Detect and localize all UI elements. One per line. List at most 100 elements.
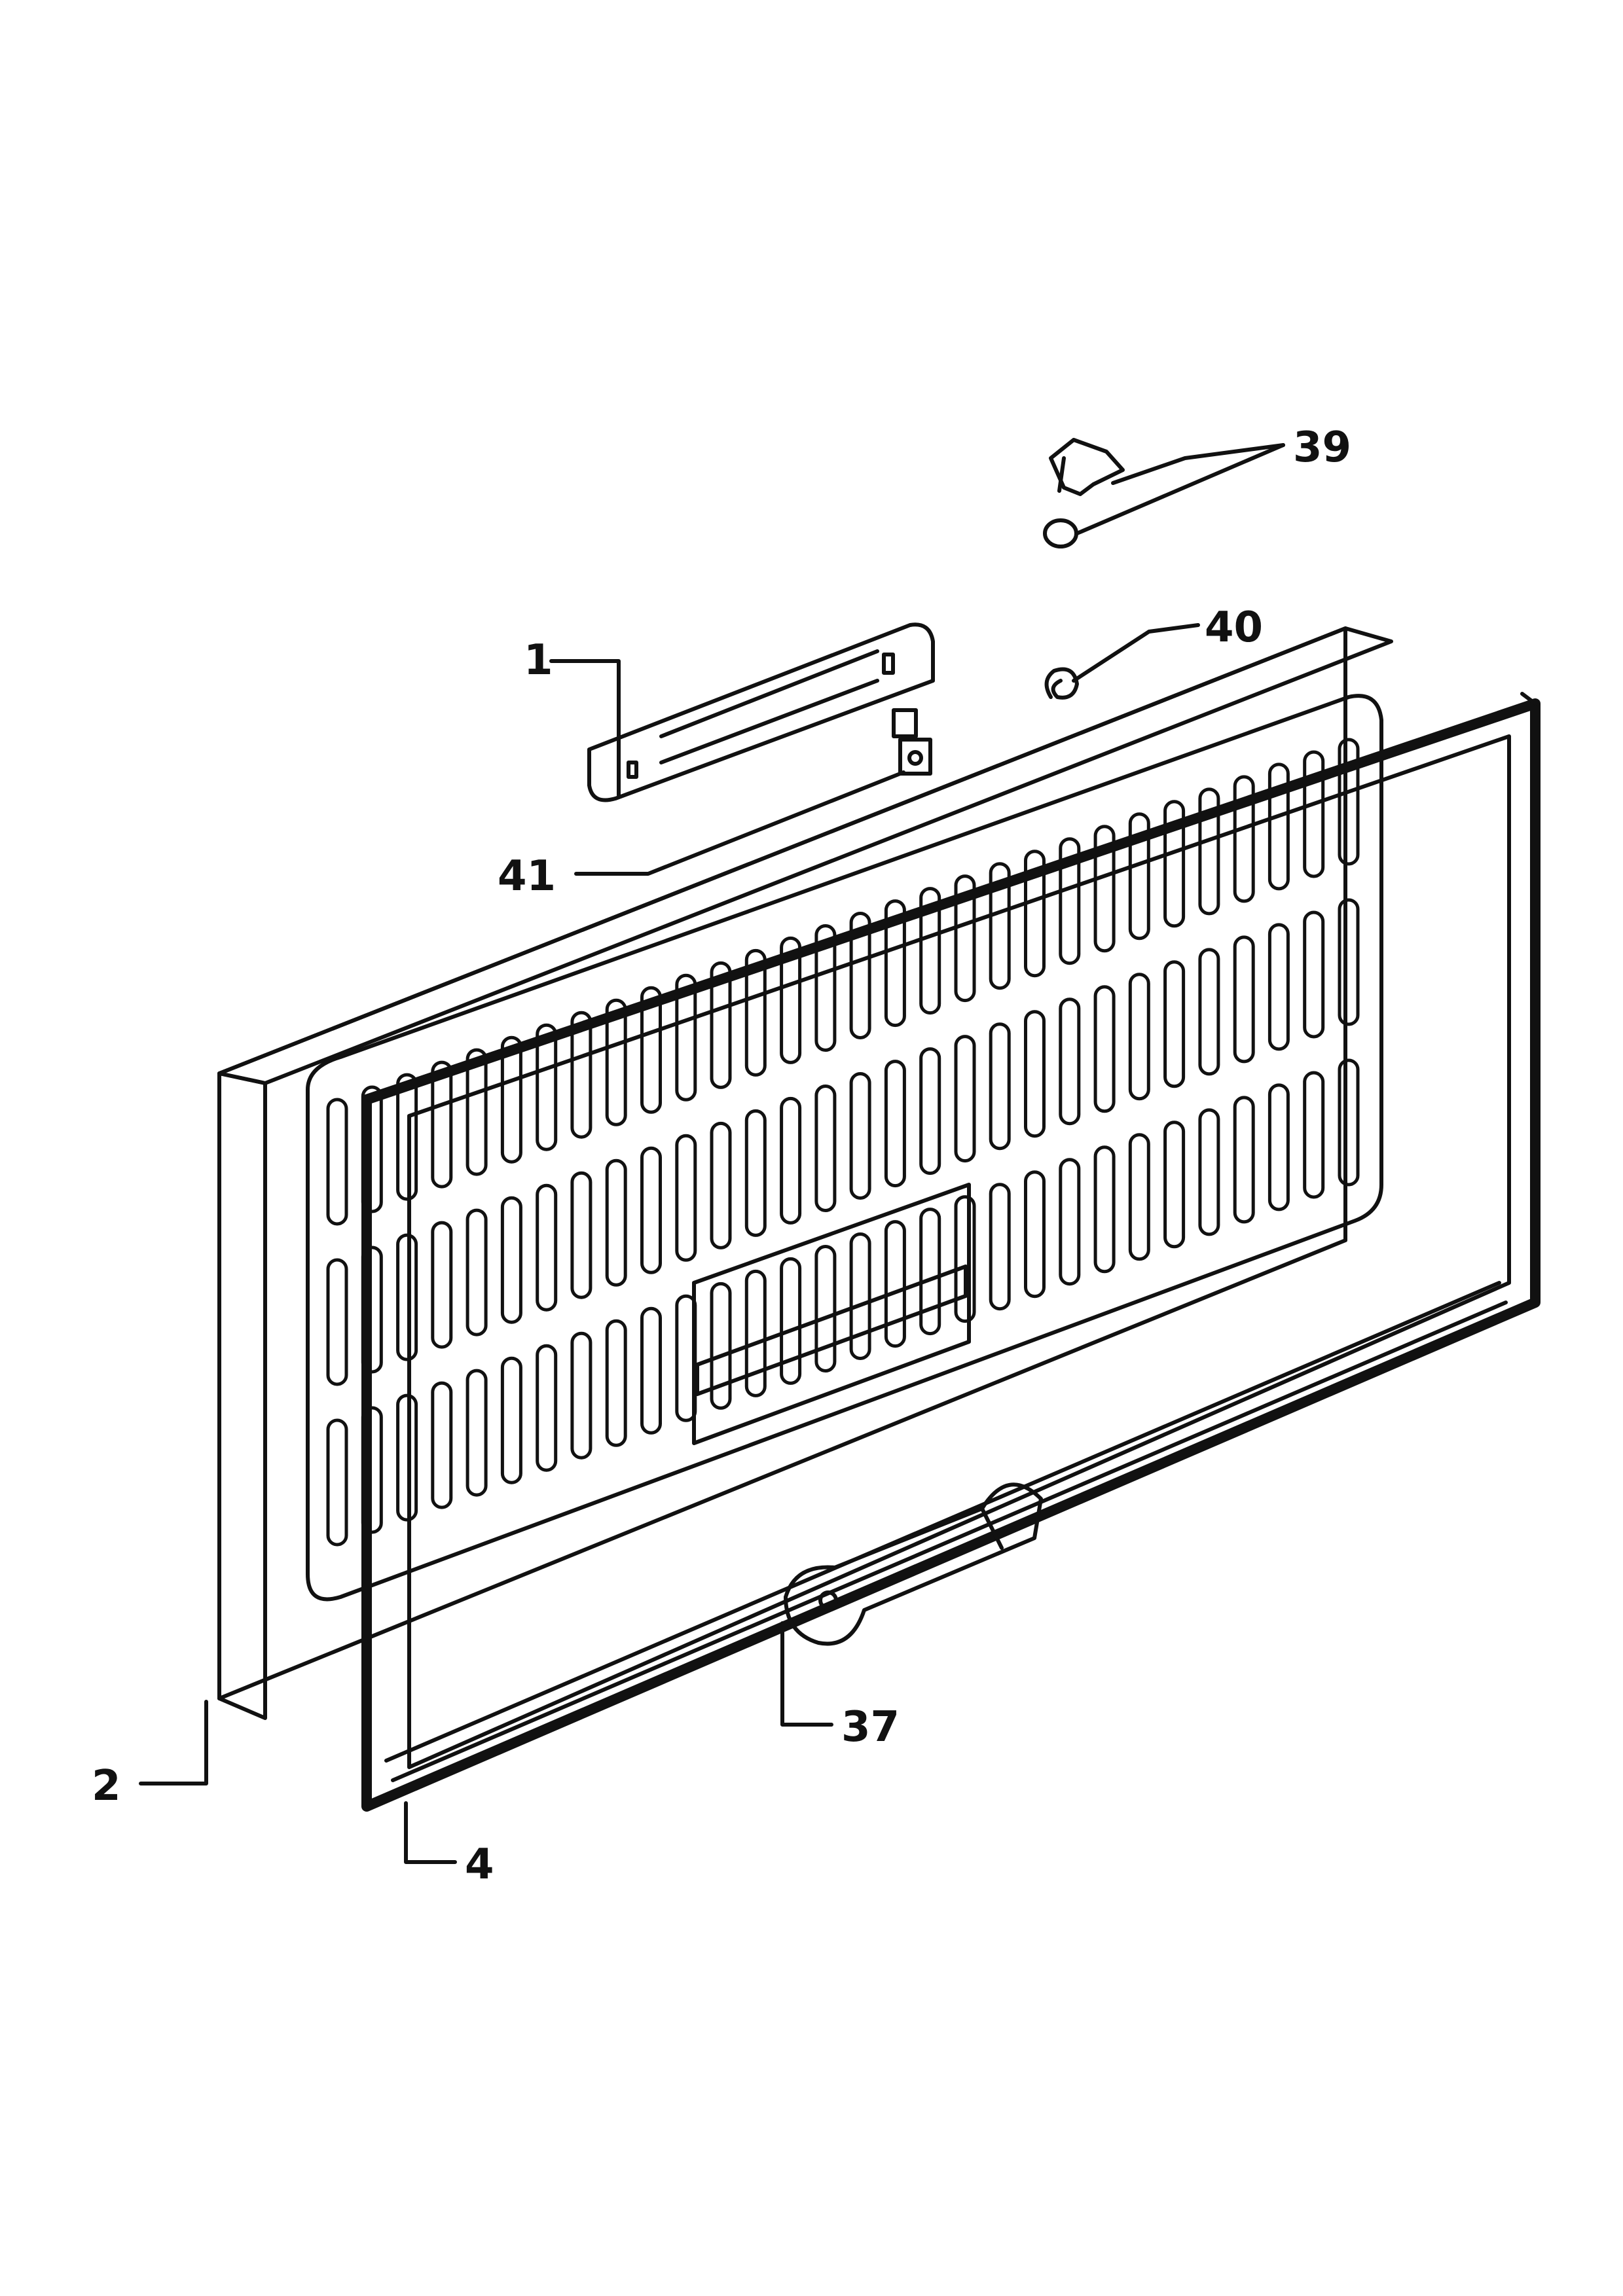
liner-slot: [814, 1245, 837, 1372]
liner-slot: [884, 1060, 906, 1188]
liner-slot: [500, 1196, 522, 1324]
callout-41: 41: [498, 852, 556, 901]
liner-slot: [640, 1306, 662, 1435]
callout-1: 1: [524, 636, 553, 685]
liner-slot: [744, 948, 767, 1077]
liner-slot: [605, 1319, 627, 1447]
liner-slot: [744, 1269, 767, 1397]
liner-slot: [710, 1282, 732, 1410]
liner-slot: [326, 1098, 348, 1226]
inner-liner: [306, 694, 1383, 1602]
liner-slot: [1024, 1170, 1046, 1299]
liner-slot: [710, 961, 732, 1089]
liner-slot: [605, 1158, 627, 1287]
liner-slot: [1128, 973, 1150, 1101]
liner-slot: [1303, 1071, 1325, 1199]
liner-slot: [989, 862, 1011, 990]
liner-slot: [1024, 850, 1046, 978]
liner-slot: [1163, 800, 1186, 928]
door-gasket: [361, 692, 1541, 1812]
liner-slot: [919, 1047, 941, 1175]
liner-slot: [710, 1121, 732, 1249]
callout-2: 2: [92, 1762, 121, 1810]
liner-slot: [780, 1257, 802, 1385]
liner-slot: [849, 1072, 871, 1200]
liner-slot: [465, 1208, 488, 1336]
liner-slot: [1303, 910, 1325, 1039]
liner-slot: [1338, 898, 1360, 1026]
liner-slot-pattern: [326, 738, 1360, 1547]
liner-slot: [989, 1183, 1011, 1311]
liner-slot: [1128, 1133, 1150, 1261]
liner-slot: [465, 1048, 488, 1176]
liner-slot: [919, 887, 941, 1015]
liner-slot: [1024, 1010, 1046, 1138]
liner-slot: [1338, 738, 1360, 866]
liner-slot: [849, 912, 871, 1039]
liner-slot: [536, 1183, 558, 1312]
liner-slot: [675, 973, 697, 1102]
liner-slot: [780, 936, 802, 1064]
liner-slot: [849, 1232, 871, 1360]
liner-slot: [326, 1258, 348, 1386]
liner-slot: [640, 986, 662, 1114]
liner-slot: [500, 1356, 522, 1484]
callout-37: 37: [841, 1703, 900, 1751]
liner-slot: [570, 1011, 593, 1139]
liner-slot: [1267, 1083, 1290, 1211]
liner-slot: [954, 1035, 976, 1163]
liner-slot: [1233, 1096, 1255, 1224]
liner-slot: [605, 998, 627, 1126]
leader-lines: [139, 443, 1285, 1864]
liner-slot: [919, 1208, 941, 1336]
liner-slot: [884, 1220, 906, 1348]
liner-slot: [396, 1393, 418, 1522]
liner-slot: [1059, 997, 1081, 1126]
liner-slot: [1198, 948, 1220, 1076]
liner-slot: [814, 924, 837, 1052]
liner-slot: [1198, 1108, 1220, 1236]
liner-slot: [500, 1035, 522, 1164]
liner-slot: [1233, 775, 1255, 903]
bottom-handle: [784, 1482, 1043, 1646]
liner-slot: [1338, 1058, 1360, 1187]
liner-slot: [1233, 935, 1255, 1064]
liner-slot: [431, 1381, 453, 1509]
liner-slot: [431, 1221, 453, 1349]
liner-slot: [744, 1109, 767, 1237]
top-handle: [587, 622, 935, 802]
liner-slot: [640, 1146, 662, 1274]
liner-slot: [1198, 787, 1220, 916]
liner-slot: [1093, 985, 1116, 1113]
callout-4: 4: [465, 1840, 494, 1889]
liner-slot: [536, 1023, 558, 1151]
liner-slot: [1163, 1121, 1186, 1249]
liner-slot: [1093, 1145, 1116, 1274]
liner-slot: [780, 1096, 802, 1225]
liner-slot: [570, 1331, 593, 1460]
spring: [1044, 667, 1079, 700]
liner-slot: [814, 1085, 837, 1212]
liner-slot: [1128, 812, 1150, 941]
hinge-bracket: [892, 708, 932, 776]
liner-slot: [536, 1344, 558, 1472]
liner-slot: [1267, 762, 1290, 891]
liner-slot: [1303, 750, 1325, 878]
liner-slot: [1267, 923, 1290, 1051]
liner-slot: [675, 1134, 697, 1262]
liner-slot: [465, 1369, 488, 1497]
liner-slot: [570, 1171, 593, 1299]
liner-slot: [396, 1073, 418, 1201]
center-window: [692, 1183, 971, 1445]
liner-slot: [1059, 1158, 1081, 1286]
liner-slot: [954, 874, 976, 1003]
liner-slot: [326, 1418, 348, 1547]
liner-slot: [431, 1060, 453, 1189]
bottom-rail: [384, 1281, 1508, 1782]
liner-slot: [1093, 825, 1116, 953]
liner-slot: [884, 899, 906, 1028]
callout-39: 39: [1293, 423, 1351, 472]
liner-slot: [954, 1195, 976, 1323]
liner-slot: [396, 1233, 418, 1361]
